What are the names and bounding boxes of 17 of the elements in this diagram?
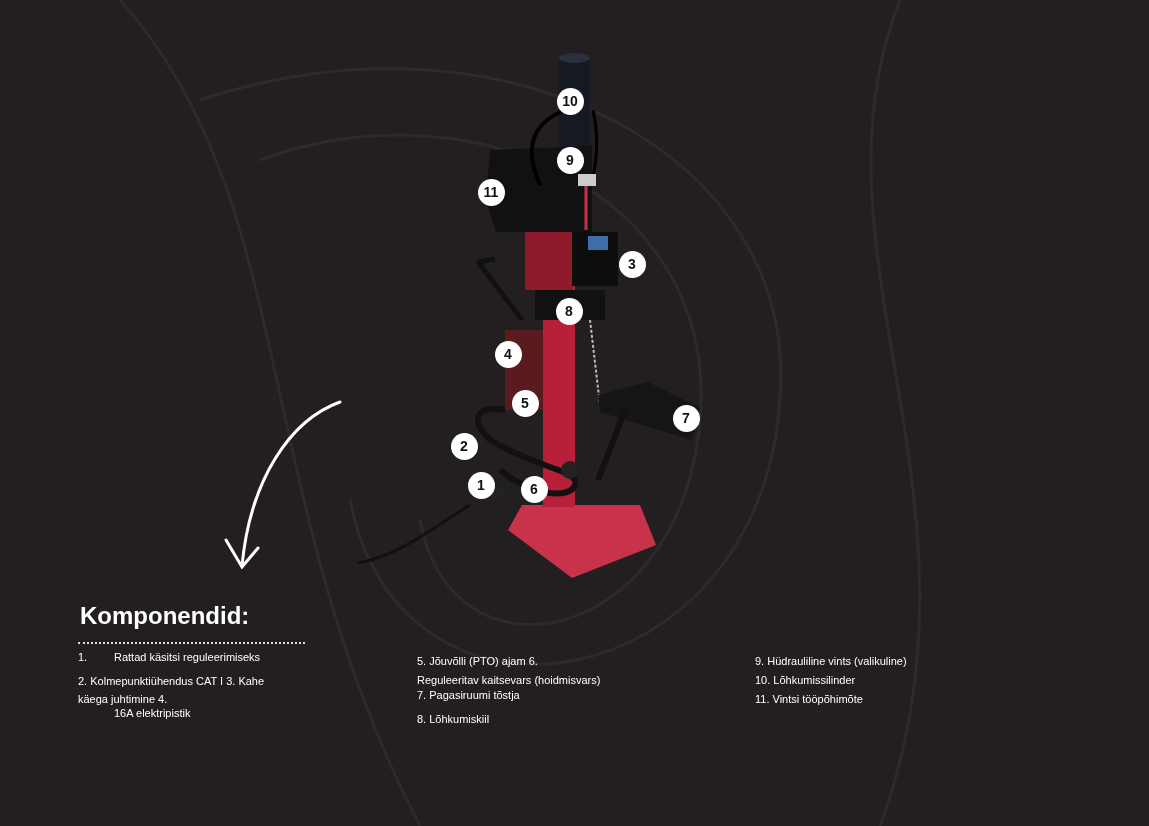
component-list-text: Reguleeritav kaitsevars (hoidmisvars) — [417, 674, 601, 687]
callout-number: 6 — [520, 475, 548, 503]
component-list-text: 8. Lõhkumiskiil — [417, 713, 490, 726]
component-list-text: 1. — [78, 651, 88, 664]
component-list-text: käega juhtimine 4. — [78, 693, 168, 706]
component-list-text: 7. Pagasiruumi tõstja — [417, 689, 520, 702]
component-list-text: 2. Kolmepunktiühendus CAT I 3. Kahe — [78, 675, 265, 688]
component-list-text: 11. Vintsi tööpõhimõte — [755, 693, 863, 706]
callout-number: 2 — [450, 432, 478, 460]
section-heading: Komponendid: — [80, 602, 250, 630]
callout-number: 3 — [618, 250, 646, 278]
component-list-text: 5. Jõuvõlli (PTO) ajam 6. — [417, 655, 538, 668]
component-list-text: 9. Hüdrauliline vints (valikuline) — [755, 655, 907, 668]
callout-number: 1 — [467, 471, 495, 499]
component-list-text: Rattad käsitsi reguleerimiseks — [114, 651, 261, 664]
component-list-text: 10. Lõhkumissilinder — [755, 674, 856, 687]
component-list-text: 16A elektripistik — [114, 707, 191, 720]
